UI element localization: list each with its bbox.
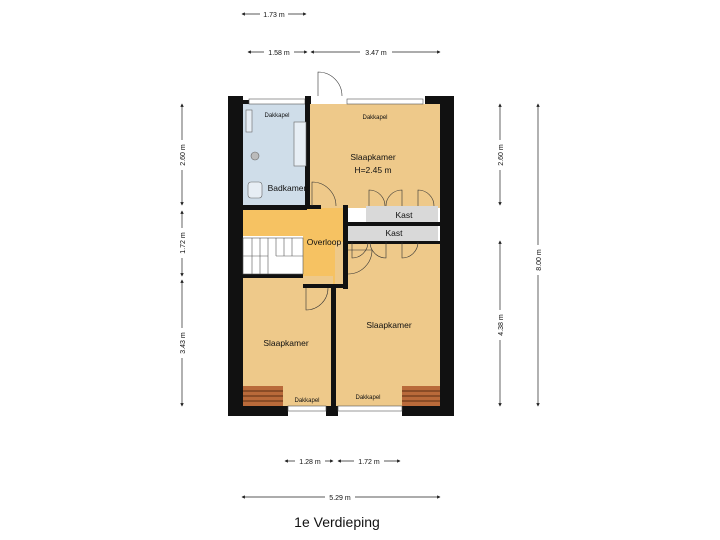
dim-right-1: 2.60 m: [498, 144, 505, 166]
wall-landing-bottom: [303, 284, 343, 288]
closet-1-label: Kast: [395, 210, 413, 220]
wall-closet-bottom: [348, 241, 440, 244]
dim-right-total: 8.00 m: [536, 249, 543, 271]
bedroom-bottom-right-area: [335, 242, 440, 406]
dim-bottom-total: 5.29 m: [329, 495, 351, 502]
dim-top-1: 1.73 m: [263, 12, 285, 19]
dim-bottom-1b: 1.72 m: [358, 459, 380, 466]
wall-bedroom-divider: [331, 284, 336, 406]
wall-top-pier: [305, 96, 311, 104]
dim-left-3: 3.43 m: [180, 332, 187, 354]
window-bottom-left: [287, 405, 327, 412]
wall-stair-left: [237, 236, 243, 276]
staircase: [242, 237, 304, 275]
bedroom-top-height: H=2.45 m: [354, 165, 391, 175]
wall-landing-stub: [343, 249, 348, 289]
wall-bottom-right: [402, 406, 454, 416]
bedroom-bottom-right-label: Slaapkamer: [366, 320, 412, 330]
wall-bottom-left: [228, 406, 288, 416]
door-swings: [305, 71, 435, 311]
wall-closet-sep: [348, 222, 440, 226]
wall-right: [440, 96, 454, 416]
dormer-bottom-left-label: Dakkapel: [294, 398, 319, 404]
floor-title: 1e Verdieping: [294, 514, 380, 530]
dormer-hatch-right: [402, 386, 440, 406]
dim-top-2b: 3.47 m: [365, 50, 387, 57]
dim-bottom-1a: 1.28 m: [299, 459, 321, 466]
closet-2-label: Kast: [385, 228, 403, 238]
bedroom-bottom-left-area: [243, 276, 333, 406]
dim-left-1: 2.60 m: [180, 144, 187, 166]
dim-right-2: 4.38 m: [498, 314, 505, 336]
dormer-bottom-right-label: Dakkapel: [355, 395, 380, 401]
window-top-right: [346, 98, 424, 105]
wall-bath-bedroom: [305, 104, 310, 208]
closet-1-area: [366, 206, 438, 222]
wall-landing-right: [343, 205, 348, 249]
landing-label: Overloop: [307, 237, 342, 247]
dim-left-2: 1.72 m: [180, 232, 187, 254]
bedroom-top-label: Slaapkamer: [350, 152, 396, 162]
closet-2-area: [348, 226, 438, 242]
wall-bottom-mid: [326, 406, 338, 416]
window-top-left: [248, 98, 306, 105]
wall-top-segment: [243, 100, 249, 104]
wall-bedroom-top-bottom: [307, 205, 321, 209]
window-bottom-right: [337, 405, 403, 412]
wall-left: [228, 96, 243, 416]
dormer-top-left-label: Dakkapel: [264, 113, 289, 119]
wall-bath-bottom: [243, 205, 307, 210]
dim-top-2a: 1.58 m: [268, 50, 290, 57]
bedroom-bottom-left-label: Slaapkamer: [263, 338, 309, 348]
bath-fixtures: [245, 109, 307, 199]
bathroom-label: Badkamer: [268, 183, 307, 193]
dormer-hatch-left: [243, 386, 283, 406]
dormer-top-right-label: Dakkapel: [362, 115, 387, 121]
wall-bedroom-bl-top: [243, 274, 303, 278]
wall-top-right: [425, 96, 454, 104]
